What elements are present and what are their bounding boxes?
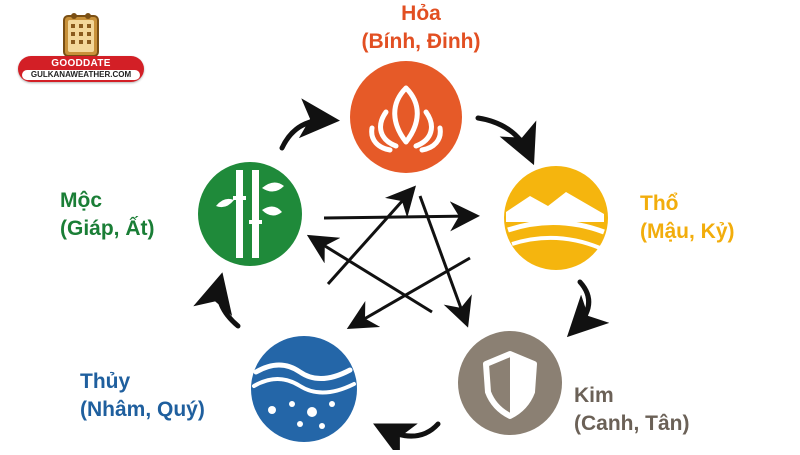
- logo-site: GULKANAWEATHER.COM: [22, 70, 140, 80]
- thuy-label: Thủy (Nhâm, Quý): [80, 368, 205, 424]
- tho-stems: (Mậu, Kỷ): [640, 220, 735, 243]
- controlling-cycle-star: [306, 185, 480, 329]
- hoa-stems: (Bính, Đinh): [361, 30, 481, 53]
- logo-title: GOODDATE: [51, 58, 111, 69]
- hoa-label: Hỏa (Bính, Đinh): [346, 0, 496, 56]
- star-line-2: [418, 195, 472, 328]
- moc-name: Mộc: [60, 189, 102, 212]
- kim-name: Kim: [574, 384, 614, 407]
- star-line-1: [323, 201, 480, 232]
- site-logo[interactable]: GOODDATE GULKANAWEATHER.COM: [14, 10, 146, 86]
- kim-circle: [458, 331, 562, 435]
- tho-label: Thổ (Mậu, Kỷ): [640, 190, 735, 246]
- arrow-tho-to-kim: [566, 279, 610, 338]
- kim-label: Kim (Canh, Tân): [574, 382, 690, 438]
- tho-name: Thổ: [640, 192, 679, 215]
- shield-icon: [483, 351, 537, 419]
- mountain-icon: [506, 192, 605, 250]
- star-line-3: [346, 256, 471, 329]
- star-line-5: [326, 185, 416, 285]
- arrow-thuy-to-moc: [193, 272, 241, 329]
- water-wave-icon: [252, 362, 356, 429]
- generating-cycle-arrows: [193, 98, 610, 455]
- hoa-circle: [350, 61, 462, 173]
- logo-badge: GOODDATE GULKANAWEATHER.COM: [18, 56, 144, 82]
- bamboo-icon: [216, 170, 284, 258]
- hoa-name: Hỏa: [401, 2, 441, 25]
- arrow-moc-to-hoa: [279, 98, 340, 151]
- arrow-kim-to-thuy: [373, 421, 441, 455]
- moc-circle: [198, 162, 302, 266]
- moc-label: Mộc (Giáp, Ất): [60, 187, 155, 243]
- thuy-stems: (Nhâm, Quý): [80, 398, 205, 421]
- moc-stems: (Giáp, Ất): [60, 217, 155, 240]
- calendar-book-icon: [63, 13, 99, 57]
- thuy-circle: [251, 336, 357, 442]
- arrow-hoa-to-tho: [475, 115, 537, 166]
- thuy-name: Thủy: [80, 370, 131, 393]
- kim-stems: (Canh, Tân): [574, 412, 690, 435]
- tho-circle: [504, 166, 608, 270]
- star-line-4: [306, 234, 433, 314]
- fire-icon: [369, 85, 443, 153]
